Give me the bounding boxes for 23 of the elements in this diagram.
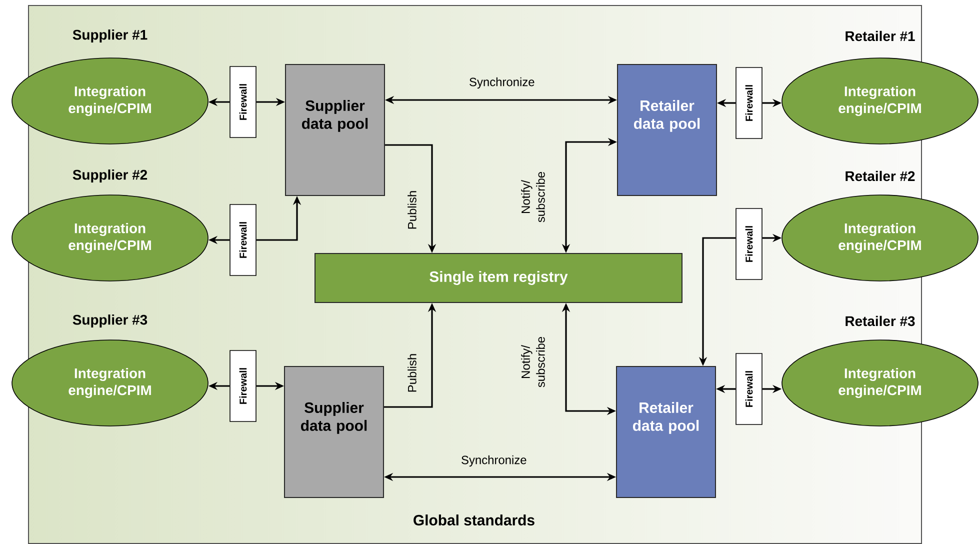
firewall-box: Firewall <box>736 353 762 425</box>
firewall-box: Firewall <box>230 66 256 138</box>
registry-box: Single item registry <box>314 253 682 303</box>
group-heading: Retailer #1 <box>846 30 915 42</box>
group-heading: Supplier #1 <box>72 30 148 42</box>
data-pool-box: Supplier data pool <box>285 64 385 196</box>
group-heading: Supplier #3 <box>72 314 148 328</box>
edge-label: Publish <box>408 354 416 392</box>
firewall-box: Firewall <box>736 208 762 280</box>
data-pool-box: Supplier data pool <box>284 366 384 498</box>
group-heading: Retailer #2 <box>846 170 915 182</box>
edge-label: Notify/ subscribe <box>521 172 545 222</box>
edge-label: Publish <box>408 191 416 229</box>
firewall-box: Firewall <box>736 67 762 139</box>
edge-label: Synchronize <box>470 77 534 89</box>
data-pool-box: Retailer data pool <box>616 366 716 498</box>
firewall-box: Firewall <box>230 204 256 276</box>
group-heading: Retailer #3 <box>846 316 915 326</box>
firewall-box: Firewall <box>230 350 256 422</box>
edge-label: Synchronize <box>462 455 526 467</box>
group-heading: Supplier #2 <box>72 170 148 182</box>
data-pool-box: Retailer data pool <box>617 64 717 196</box>
edge-label: Notify/ subscribe <box>521 336 545 388</box>
